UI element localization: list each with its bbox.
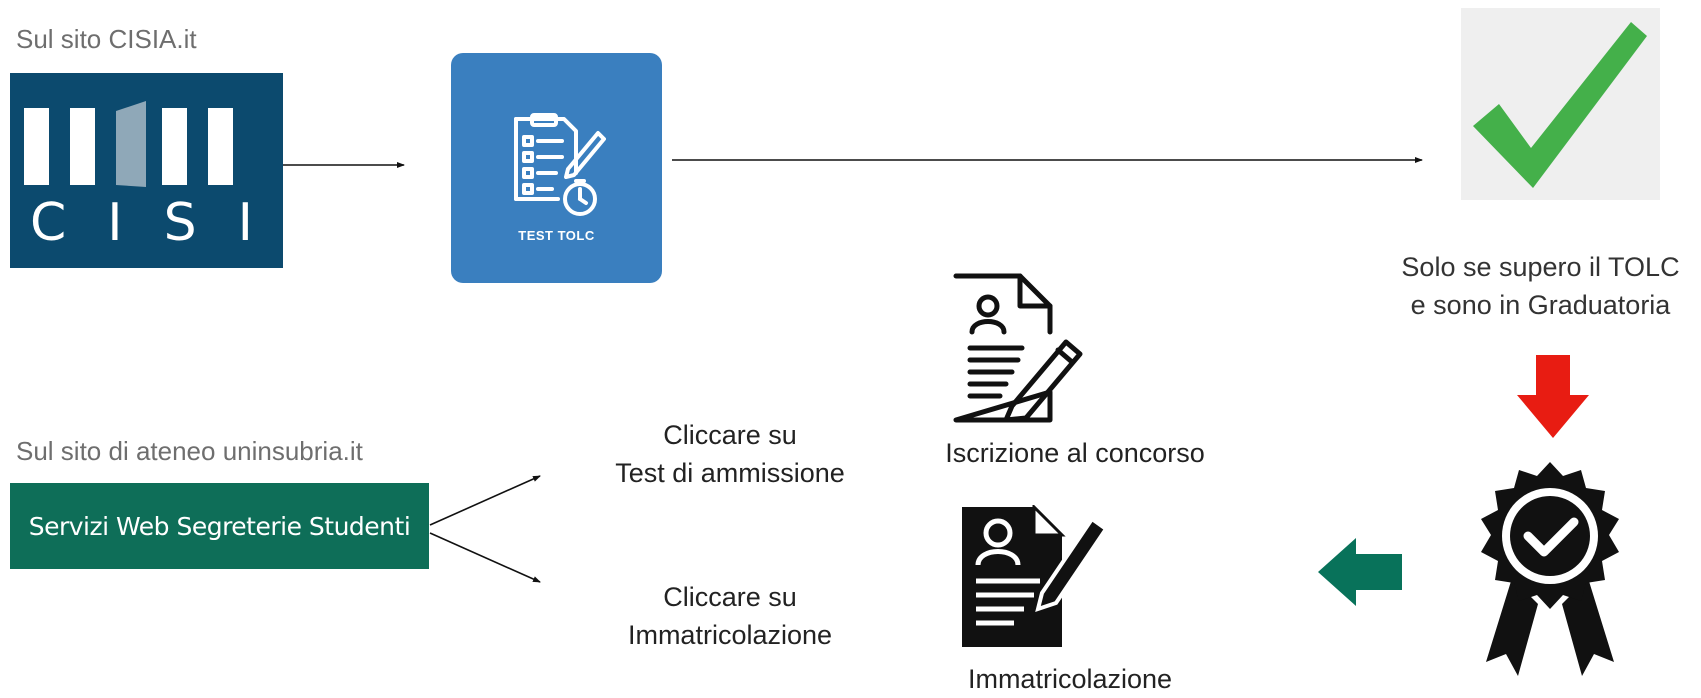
- test-tolc-label: TEST TOLC: [518, 228, 595, 243]
- condition-line-2: e sono in Graduatoria: [1410, 290, 1671, 320]
- cisia-logo-bar: [70, 108, 95, 185]
- step-immatricolazione: Cliccare su Immatricolazione: [580, 578, 880, 654]
- step-immatricolazione-line-1: Cliccare su: [663, 582, 797, 612]
- step-test-ammissione: Cliccare su Test di ammissione: [580, 416, 880, 492]
- servizi-web-segreterie-button[interactable]: Servizi Web Segreterie Studenti: [10, 483, 429, 569]
- checkmark-icon: [1473, 22, 1647, 188]
- cisia-logo-slanted-bar: [116, 101, 146, 187]
- enrollment-document-icon: [962, 505, 1108, 647]
- arrow-servizi-to-immatricolazione: [429, 532, 541, 583]
- step-immatricolazione-line-2: Immatricolazione: [627, 620, 833, 650]
- graduatoria-condition-text: Solo se supero il TOLC e sono in Graduat…: [1380, 248, 1701, 324]
- arrow-servizi-to-ammissione: [429, 475, 541, 526]
- cisia-site-caption: Sul sito CISIA.it: [16, 24, 197, 54]
- ateneo-site-caption: Sul sito di ateneo uninsubria.it: [16, 436, 363, 466]
- test-sheet-stopwatch-icon: [514, 113, 606, 216]
- cisia-logo-bar: [162, 108, 187, 185]
- iscrizione-concorso-label: Iscrizione al concorso: [945, 438, 1205, 468]
- test-tolc-tile: TEST TOLC: [451, 53, 662, 283]
- cisia-logo-text: CISIA: [30, 193, 371, 253]
- cisia-logo-bar: [208, 108, 233, 185]
- step-ammissione-line-2: Test di ammissione: [615, 458, 845, 488]
- step-ammissione-line-1: Cliccare su: [663, 420, 797, 450]
- green-left-arrow-icon: [1318, 538, 1402, 606]
- application-form-icon: [953, 273, 1083, 423]
- success-check-tile: [1461, 8, 1660, 200]
- award-badge-icon: [1481, 462, 1619, 676]
- servizi-web-label: Servizi Web Segreterie Studenti: [28, 511, 411, 541]
- red-down-arrow-icon: [1517, 355, 1589, 438]
- condition-line-1: Solo se supero il TOLC: [1401, 252, 1680, 282]
- immatricolazione-label: Immatricolazione: [967, 664, 1173, 694]
- cisia-logo: CISIA: [10, 73, 371, 268]
- cisia-logo-bar: [24, 108, 49, 185]
